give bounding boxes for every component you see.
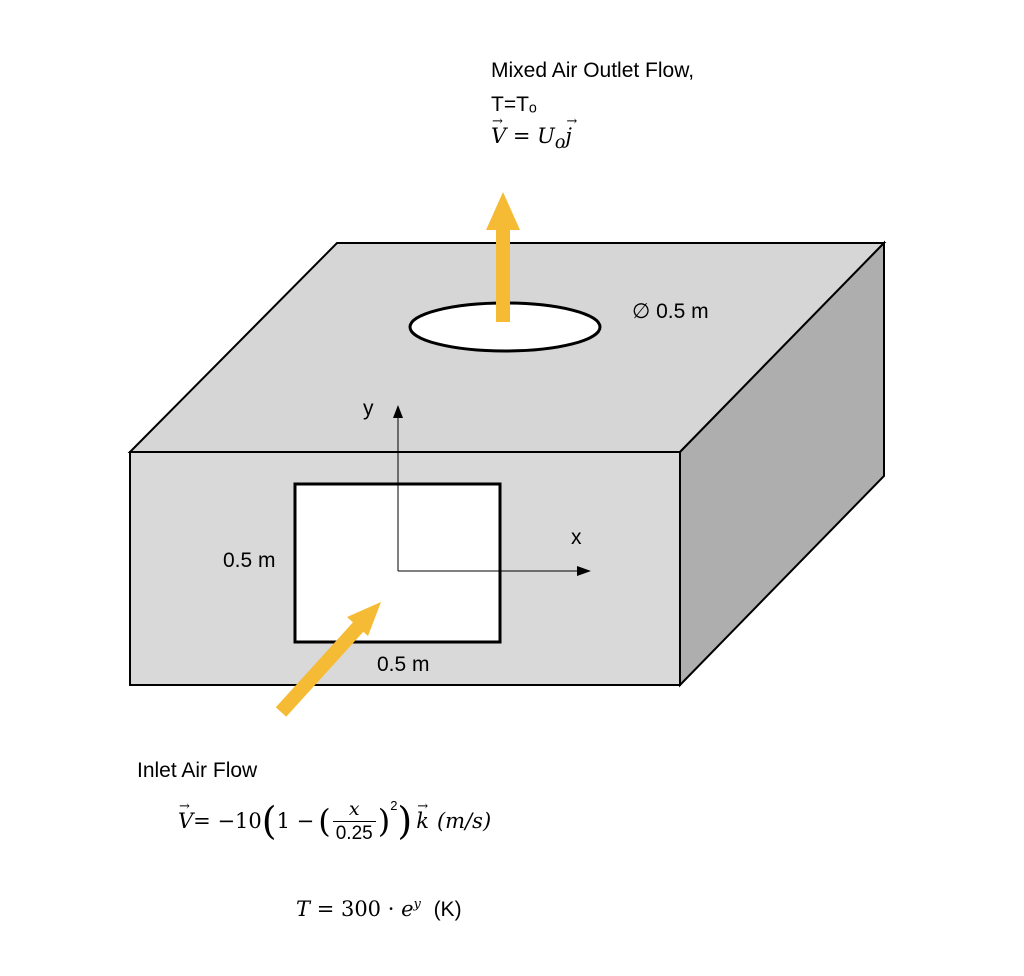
fraction-denominator: 0.25 (332, 820, 376, 843)
outlet-temperature: T=Tₒ (491, 93, 537, 116)
exponential-base: e (401, 897, 414, 921)
outlet-speed-subscript: o (554, 133, 566, 154)
x-over-quarter-fraction: x 0.25 (332, 797, 376, 843)
outlet-diameter-label: ∅ 0.5 m (632, 300, 709, 323)
unit-vector-k: k (416, 800, 429, 832)
temperature-symbol: T (296, 897, 311, 921)
inlet-title: Inlet Air Flow (137, 759, 258, 782)
y-axis-label: y (363, 397, 374, 420)
one-minus-term: 1 − (276, 808, 315, 833)
inlet-velocity-coefficient: = −10 (193, 808, 262, 833)
squared-exponent: 2 (390, 797, 398, 813)
inlet-width-label: 0.5 m (377, 653, 430, 676)
inlet-height-label: 0.5 m (223, 549, 276, 572)
x-axis-arrowhead (577, 566, 591, 576)
inlet-temperature-equation: T = 300 · ey (K) (296, 898, 462, 920)
inlet-velocity-equation: V = −10 ( 1 − ( x 0.25 ) 2 ) k (m/s) (178, 790, 491, 852)
y-axis-arrowhead (393, 405, 403, 418)
temperature-unit: (K) (433, 898, 462, 921)
axis-lines (393, 405, 591, 576)
velocity-vector-symbol: V (491, 115, 506, 147)
outer-open-paren: ( (261, 799, 277, 843)
temperature-coefficient: = 300 · (310, 897, 402, 921)
velocity-units: (m/s) (436, 808, 492, 833)
exponential-power: y (413, 897, 421, 912)
outlet-speed-symbol: U (537, 124, 555, 148)
inner-close-paren: ) (377, 802, 391, 840)
outlet-flow-arrow (486, 192, 520, 322)
outlet-title: Mixed Air Outlet Flow, (491, 59, 695, 82)
unit-vector-j: j (565, 115, 576, 147)
fraction-numerator: x (348, 797, 360, 820)
x-axis-label: x (571, 526, 582, 549)
inner-open-paren: ( (318, 802, 331, 840)
outer-close-paren: ) (397, 799, 413, 843)
outlet-velocity-equation: V = Uoj (491, 115, 576, 154)
inlet-flow-arrow (275, 602, 381, 717)
inlet-velocity-vector-symbol: V (178, 800, 193, 832)
equals-sign: = (506, 124, 538, 148)
